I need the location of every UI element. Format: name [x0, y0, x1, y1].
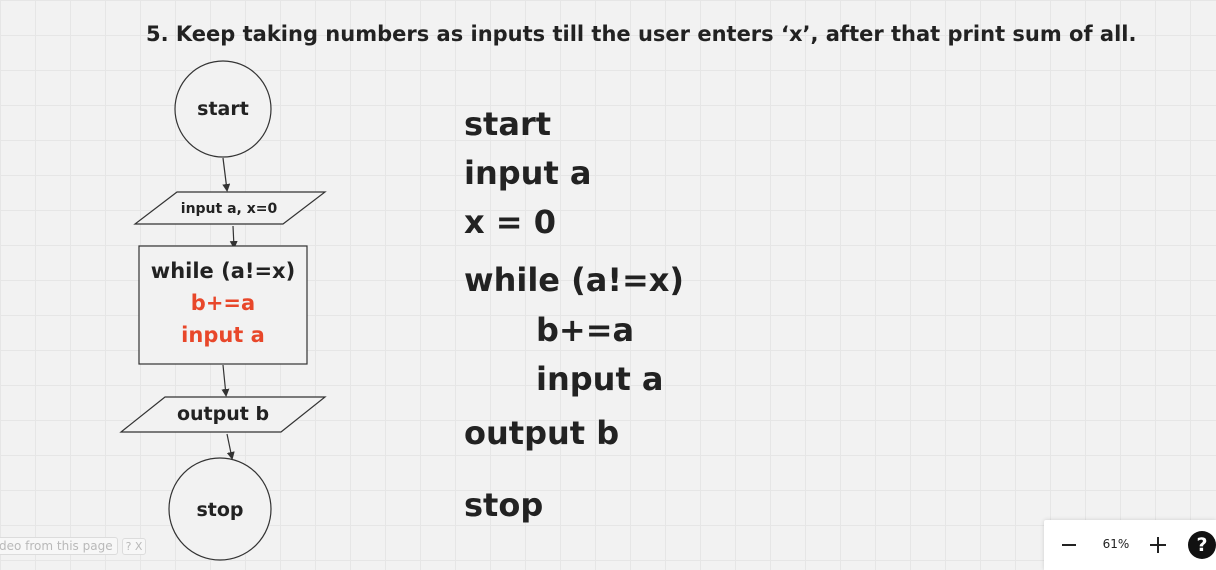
while-loop-node[interactable]: [138, 245, 308, 365]
video-download-hint[interactable]: deo from this page ? X: [0, 536, 168, 556]
zoom-level: 61%: [1102, 537, 1130, 551]
start-node[interactable]: [174, 60, 272, 158]
zoom-out-button[interactable]: [1062, 544, 1076, 546]
hint-controls[interactable]: ? X: [121, 537, 147, 555]
zoom-in-button[interactable]: [1150, 537, 1166, 553]
zoom-controls: 61% ?: [1044, 520, 1216, 570]
page-title: 5. Keep taking numbers as inputs till th…: [146, 22, 1137, 46]
output-node-label: output b: [177, 403, 269, 425]
pseudocode-line: x = 0: [464, 203, 556, 241]
pseudocode-line: output b: [464, 414, 620, 452]
pseudocode-line: input a: [536, 360, 664, 398]
pseudocode-line: while (a!=x): [464, 261, 685, 299]
connector-arrow: [222, 157, 231, 192]
start-node-label: start: [197, 98, 249, 120]
connector-arrow: [226, 433, 235, 460]
connector-arrow: [221, 364, 230, 397]
input-node-label: input a, x=0: [181, 201, 278, 217]
loop-condition-label: while (a!=x): [151, 259, 295, 283]
pseudocode-line: input a: [464, 154, 592, 192]
connector-arrow: [229, 225, 238, 249]
pseudocode-line: start: [464, 105, 552, 143]
pseudocode-line: b+=a: [536, 311, 635, 349]
video-download-label[interactable]: deo from this page: [0, 537, 118, 555]
help-button[interactable]: ?: [1188, 531, 1216, 559]
loop-body-label: input a: [181, 323, 265, 347]
pseudocode-line: stop: [464, 486, 544, 524]
stop-node-label: stop: [196, 499, 243, 521]
output-node[interactable]: [119, 396, 327, 433]
loop-body-label: b+=a: [191, 291, 255, 315]
stop-node[interactable]: [168, 457, 272, 561]
input-node[interactable]: [133, 191, 327, 225]
